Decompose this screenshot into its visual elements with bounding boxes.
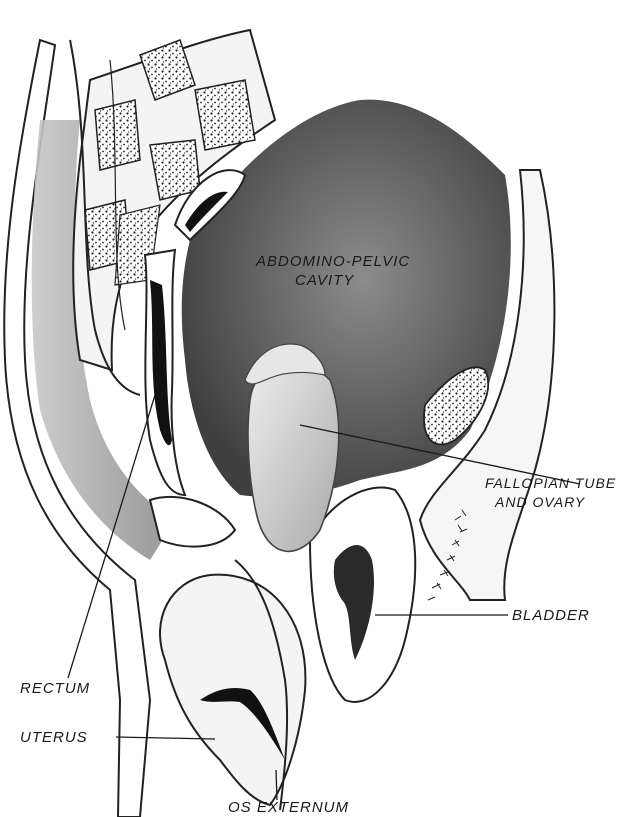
label-abdomino-pelvic: ABDOMINO-PELVIC <box>255 253 410 270</box>
label-cavity: CAVITY <box>295 272 354 289</box>
label-uterus: UTERUS <box>20 729 88 746</box>
label-and-ovary: AND OVARY <box>494 494 586 510</box>
label-fallopian-tube: FALLOPIAN TUBE <box>485 475 616 491</box>
label-bladder: BLADDER <box>512 607 590 624</box>
pelvic-floor-fold <box>150 497 235 547</box>
abdomino-pelvic-cavity <box>182 100 511 497</box>
label-os-externum: OS EXTERNUM <box>228 799 349 816</box>
label-rectum: RECTUM <box>20 680 90 697</box>
